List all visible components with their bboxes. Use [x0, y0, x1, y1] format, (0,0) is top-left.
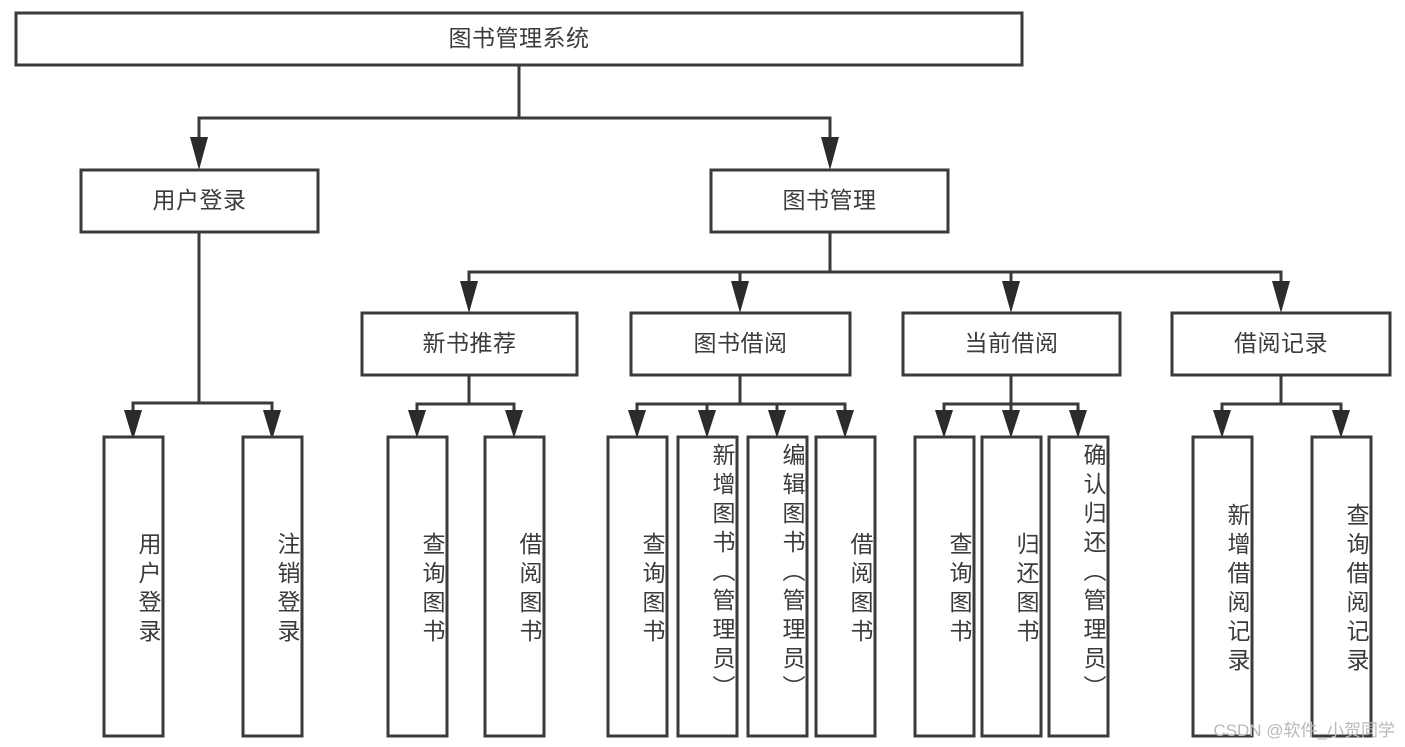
arrow-borrowrecord-leaf-1 [1213, 410, 1231, 438]
leaf-current-borrow-3[interactable] [1047, 435, 1110, 738]
arrow-userlogin-leaf-1 [124, 410, 142, 440]
leaf-new-book-2[interactable] [483, 435, 546, 738]
arrow-level2-1 [190, 137, 208, 170]
arrow-bookborrow-leaf-2 [698, 410, 716, 438]
node-user-login[interactable] [79, 168, 320, 234]
leaf-book-borrow-2[interactable] [676, 435, 739, 738]
leaf-user-login-2[interactable] [241, 435, 304, 738]
arrow-level3-2 [731, 281, 749, 313]
arrow-currentborrow-leaf-3 [1069, 410, 1087, 438]
arrow-bookborrow-leaf-4 [836, 410, 854, 438]
arrow-level3-3 [1002, 281, 1020, 313]
arrow-level2-2 [821, 137, 839, 170]
node-root[interactable] [14, 11, 1024, 67]
arrow-borrowrecord-leaf-2 [1332, 410, 1350, 438]
arrow-level3-4 [1272, 281, 1290, 313]
arrow-level3-1 [460, 281, 478, 313]
node-new-book-recommend[interactable] [360, 311, 579, 377]
leaf-book-borrow-1[interactable] [606, 435, 669, 738]
node-book-borrow[interactable] [629, 311, 852, 377]
arrow-newbook-leaf-1 [408, 410, 426, 438]
leaf-current-borrow-2[interactable] [980, 435, 1043, 738]
arrow-currentborrow-leaf-1 [935, 410, 953, 438]
node-current-borrow[interactable] [901, 311, 1122, 377]
leaf-current-borrow-1[interactable] [913, 435, 976, 738]
leaf-borrow-record-2[interactable] [1310, 435, 1373, 738]
arrow-userlogin-leaf-2 [263, 410, 281, 440]
leaf-new-book-1[interactable] [386, 435, 449, 738]
watermark-text: CSDN @软件_小贺同学 [1213, 721, 1395, 740]
leaf-borrow-record-1[interactable] [1191, 435, 1254, 738]
leaf-book-borrow-3[interactable] [746, 435, 809, 738]
arrow-bookborrow-leaf-1 [628, 410, 646, 438]
arrow-bookborrow-leaf-3 [768, 410, 786, 438]
leaf-book-borrow-4[interactable] [814, 435, 877, 738]
arrow-currentborrow-leaf-2 [1002, 410, 1020, 438]
node-book-management[interactable] [709, 168, 950, 234]
arrow-newbook-leaf-2 [505, 410, 523, 438]
node-borrow-record[interactable] [1170, 311, 1392, 377]
leaf-user-login-1[interactable] [102, 435, 165, 738]
